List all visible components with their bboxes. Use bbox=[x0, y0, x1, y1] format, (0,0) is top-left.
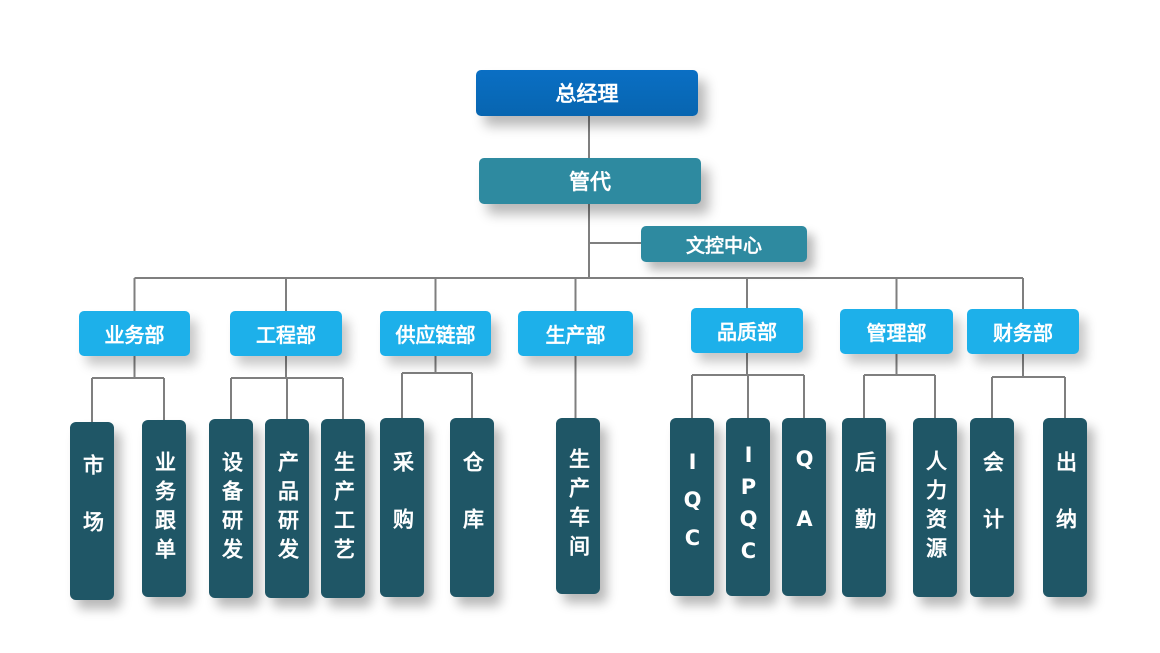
ceo-box: 总经理 bbox=[476, 70, 698, 116]
team-label: 仓库 bbox=[460, 450, 485, 565]
team-label: 市场 bbox=[80, 454, 105, 568]
team-box: IPQC bbox=[726, 418, 770, 596]
department-label: 工程部 bbox=[256, 323, 316, 347]
team-box: 采购 bbox=[380, 418, 424, 597]
team-box: 业务跟单 bbox=[142, 420, 186, 597]
team-label: 业务跟单 bbox=[152, 450, 177, 567]
team-box: 生产车间 bbox=[556, 418, 600, 594]
deputy-box: 管代 bbox=[479, 158, 701, 204]
team-box: 会计 bbox=[970, 418, 1014, 597]
team-box: 设备研发 bbox=[209, 419, 253, 598]
department-box: 财务部 bbox=[967, 309, 1079, 354]
department-box: 生产部 bbox=[518, 311, 633, 356]
team-box: 市场 bbox=[70, 422, 114, 600]
team-box: IQC bbox=[670, 418, 714, 596]
department-box: 品质部 bbox=[691, 308, 803, 353]
department-label: 生产部 bbox=[545, 323, 606, 347]
team-box: 生产工艺 bbox=[321, 419, 365, 598]
deputy-label: 管代 bbox=[569, 170, 611, 194]
document-control-center-label: 文控中心 bbox=[685, 234, 762, 257]
team-label: 生产工艺 bbox=[331, 450, 356, 567]
ceo-label: 总经理 bbox=[555, 82, 619, 106]
team-box: 产品研发 bbox=[265, 419, 309, 598]
team-label: IPQC bbox=[736, 443, 761, 571]
team-label: 生产车间 bbox=[566, 448, 591, 564]
department-box: 管理部 bbox=[840, 309, 953, 354]
department-label: 业务部 bbox=[104, 323, 165, 347]
department-label: 品质部 bbox=[717, 320, 777, 344]
department-box: 工程部 bbox=[230, 311, 342, 356]
department-box: 供应链部 bbox=[380, 311, 491, 356]
team-label: QA bbox=[792, 447, 817, 567]
team-label: 出纳 bbox=[1053, 450, 1078, 565]
department-label: 财务部 bbox=[993, 321, 1053, 345]
department-label: 管理部 bbox=[866, 321, 927, 345]
team-label: 产品研发 bbox=[275, 450, 300, 567]
team-box: 仓库 bbox=[450, 418, 494, 597]
team-box: 人力资源 bbox=[913, 418, 957, 597]
document-control-center-box: 文控中心 bbox=[641, 226, 807, 262]
team-label: 人力资源 bbox=[923, 449, 948, 566]
team-label: 采购 bbox=[390, 450, 415, 565]
department-box: 业务部 bbox=[79, 311, 190, 356]
team-label: 后勤 bbox=[852, 450, 877, 565]
team-box: QA bbox=[782, 418, 826, 596]
team-box: 出纳 bbox=[1043, 418, 1087, 597]
team-box: 后勤 bbox=[842, 418, 886, 597]
team-label: IQC bbox=[680, 450, 705, 564]
team-label: 会计 bbox=[980, 450, 1005, 565]
department-label: 供应链部 bbox=[395, 323, 476, 347]
team-label: 设备研发 bbox=[219, 450, 244, 567]
